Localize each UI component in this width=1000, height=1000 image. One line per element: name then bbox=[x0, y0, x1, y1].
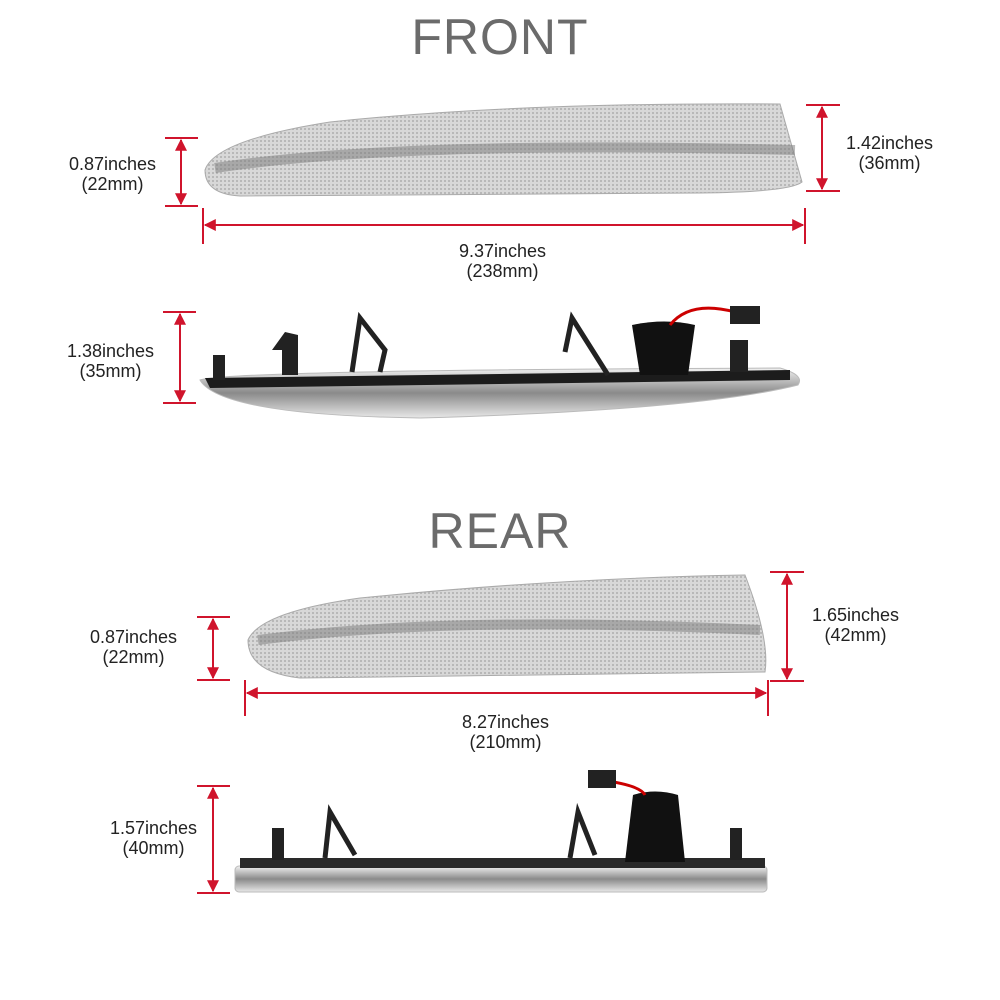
rear-dimension-lines bbox=[197, 571, 804, 894]
front-lens-side-view bbox=[199, 306, 800, 419]
inches: 8.27inches bbox=[461, 712, 550, 732]
rear-side-height-label: 1.57inches(40mm) bbox=[96, 818, 211, 858]
rear-length-label: 8.27inches(210mm) bbox=[443, 712, 568, 752]
inches: 0.87inches bbox=[89, 627, 178, 647]
front-title: FRONT bbox=[411, 9, 589, 65]
mm: (40mm) bbox=[122, 838, 185, 858]
front-side-height-label: 1.38inches(35mm) bbox=[53, 341, 168, 381]
inches: 1.42inches bbox=[845, 133, 934, 153]
inches: 0.87inches bbox=[68, 154, 157, 174]
rear-title: REAR bbox=[428, 503, 572, 559]
inches: 9.37inches bbox=[458, 241, 547, 261]
mm: (210mm) bbox=[469, 732, 542, 752]
rear-lens-top-view bbox=[247, 574, 767, 679]
inches: 1.65inches bbox=[811, 605, 900, 625]
mm: (35mm) bbox=[79, 361, 142, 381]
rear-lens-side-view bbox=[234, 770, 768, 893]
front-right-height-label: 1.42inches(36mm) bbox=[832, 133, 947, 173]
front-length-label: 9.37inches(238mm) bbox=[440, 241, 565, 281]
inches: 1.38inches bbox=[66, 341, 155, 361]
front-dimension-lines bbox=[163, 104, 840, 404]
mm: (22mm) bbox=[81, 174, 144, 194]
front-lens-top-view bbox=[204, 103, 803, 197]
front-left-height-label: 0.87inches(22mm) bbox=[55, 154, 170, 194]
rear-right-height-label: 1.65inches(42mm) bbox=[798, 605, 913, 645]
mm: (42mm) bbox=[824, 625, 887, 645]
mm: (36mm) bbox=[858, 153, 921, 173]
inches: 1.57inches bbox=[109, 818, 198, 838]
mm: (22mm) bbox=[102, 647, 165, 667]
mm: (238mm) bbox=[466, 261, 539, 281]
rear-left-height-label: 0.87inches(22mm) bbox=[76, 627, 191, 667]
